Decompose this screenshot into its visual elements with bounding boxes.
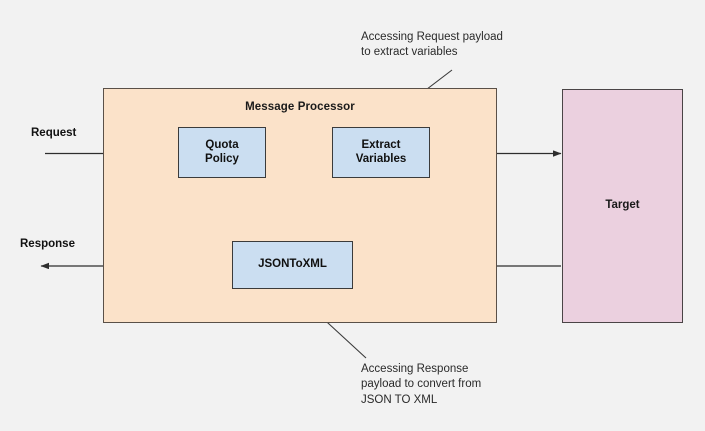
annotation-request-note: Accessing Request payload to extract var… xyxy=(361,31,503,59)
extract-variables-box[interactable]: Extract Variables xyxy=(332,127,430,178)
message-processor-title: Message Processor xyxy=(245,101,355,113)
extract-variables-label: Extract Variables xyxy=(356,139,407,166)
quota-policy-label: Quota Policy xyxy=(205,139,239,166)
target-label: Target xyxy=(605,199,640,212)
response-flow-label: Response xyxy=(20,238,75,250)
quota-policy-box[interactable]: Quota Policy xyxy=(178,127,266,178)
request-flow-label: Request xyxy=(31,127,77,139)
quota-policy-label-line2: Policy xyxy=(205,152,239,165)
extract-variables-label-line2: Variables xyxy=(355,152,407,165)
jsontoxml-label: JSONToXML xyxy=(258,258,327,271)
extract-variables-label-line1: Extract xyxy=(361,138,401,151)
target-box[interactable]: Target xyxy=(562,89,683,323)
jsontoxml-box[interactable]: JSONToXML xyxy=(232,241,353,289)
quota-policy-label-line1: Quota xyxy=(205,138,239,151)
annotation-response-note: Accessing Response payload to convert fr… xyxy=(361,363,482,406)
